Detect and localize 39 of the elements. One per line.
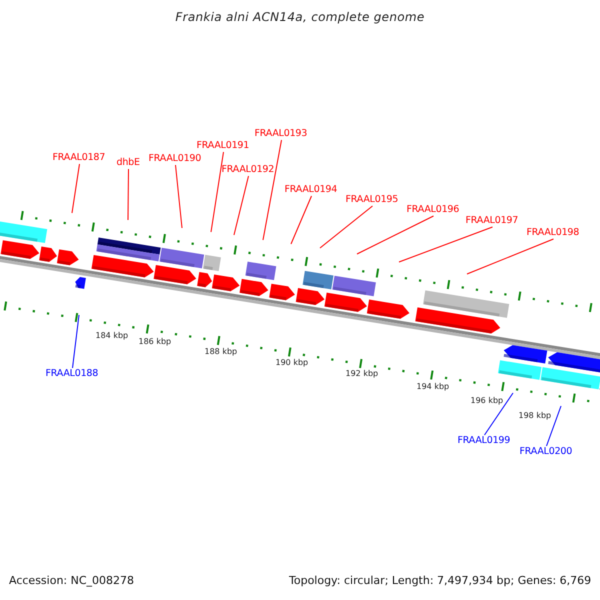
gene-label: FRAAL0192	[222, 164, 274, 176]
gene-label: dhbE	[116, 157, 140, 169]
scale-label: 196 kbp	[470, 395, 504, 407]
leader-line	[546, 406, 562, 446]
leader-line	[484, 392, 514, 436]
scale-label: 190 kbp	[276, 357, 308, 369]
leader-line	[398, 226, 493, 262]
leader-line	[128, 168, 129, 220]
gene-label: FRAAL0193	[254, 128, 308, 140]
leader-line	[290, 196, 312, 244]
gene-label: FRAAL0187	[52, 152, 106, 164]
scale-label: 192 kbp	[346, 368, 378, 380]
gene-label: FRAAL0195	[346, 194, 398, 206]
map-title: Frankia alni ACN14a, complete genome	[174, 11, 426, 23]
leader-line	[72, 164, 80, 214]
gene-label: FRAAL0196	[406, 204, 460, 216]
leader-line	[320, 206, 373, 248]
leader-line	[234, 176, 249, 236]
scale-label: 184 kbp	[96, 330, 128, 342]
scale-label: 186 kbp	[138, 336, 172, 348]
leader-line	[72, 314, 80, 368]
gene-label: FRAAL0198	[526, 227, 580, 239]
leader-line	[175, 164, 182, 228]
leader-line	[356, 216, 434, 254]
leader-line	[210, 152, 224, 232]
gene-label: FRAAL0197	[466, 215, 518, 227]
gene-label: FRAAL0188	[46, 368, 98, 380]
leader-line	[262, 140, 282, 240]
accession-text: Accession: NC_008278	[9, 575, 134, 587]
scale-label: 188 kbp	[204, 346, 238, 358]
gene-label: FRAAL0191	[196, 140, 250, 152]
gene-label: FRAAL0194	[284, 184, 338, 196]
genome-info-text: Topology: circular; Length: 7,497,934 bp; Genes: 6,769	[289, 575, 592, 587]
scale-label: 198 kbp	[518, 410, 552, 422]
gene-label: FRAAL0200	[520, 446, 572, 458]
leader-line	[466, 238, 554, 274]
gene-label: FRAAL0190	[148, 153, 202, 165]
gene-label: FRAAL0199	[458, 435, 510, 447]
scale-label: 194 kbp	[416, 381, 450, 393]
